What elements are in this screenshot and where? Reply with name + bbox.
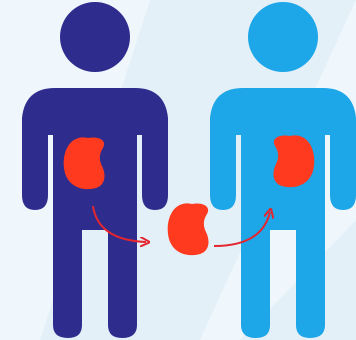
recipient-kidney-icon: [274, 135, 315, 187]
transplant-kidney-icon: [168, 203, 209, 255]
recipient-head: [248, 2, 318, 72]
donor-kidney-icon: [64, 137, 105, 189]
donor-head: [60, 2, 130, 72]
